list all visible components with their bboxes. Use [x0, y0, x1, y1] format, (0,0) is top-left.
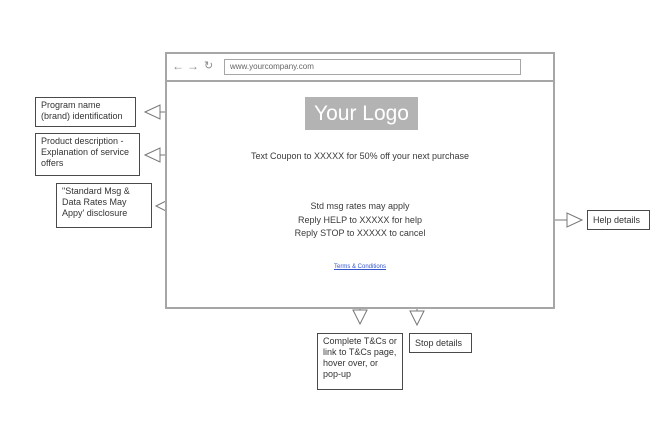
help-text: Reply HELP to XXXXX for help — [298, 215, 422, 225]
forward-arrow-icon[interactable]: → — [187, 59, 199, 73]
arrow-tcs-head — [352, 309, 368, 326]
back-arrow-icon[interactable]: ← — [172, 59, 184, 73]
callout-product-description: Product description - Explanation of ser… — [35, 133, 140, 176]
url-bar[interactable]: www.yourcompany.com — [224, 59, 521, 75]
arrow-product-head — [143, 147, 161, 163]
rates-disclosure-text: Std msg rates may apply — [310, 201, 410, 211]
arrow-help-head — [566, 212, 584, 228]
arrow-program-head — [143, 104, 161, 120]
callout-help-details: Help details — [587, 210, 650, 230]
browser-window: ← → ↻ www.yourcompany.com Your Logo Text… — [165, 52, 555, 309]
callout-program-name: Program name (brand) identification — [35, 97, 136, 127]
brand-logo: Your Logo — [305, 97, 418, 130]
stop-text: Reply STOP to XXXXX to cancel — [294, 228, 426, 238]
callout-terms-conditions: Complete T&Cs or link to T&Cs page, hove… — [317, 333, 403, 390]
coupon-text: Text Coupon to XXXXX for 50% off your ne… — [251, 151, 469, 161]
arrow-stop-head — [409, 310, 425, 327]
reload-icon[interactable]: ↻ — [204, 60, 214, 72]
callout-stop-details: Stop details — [409, 333, 472, 353]
browser-toolbar: ← → ↻ www.yourcompany.com — [167, 54, 553, 82]
terms-link[interactable]: Terms & Conditions — [333, 264, 387, 270]
callout-rates-disclosure: "Standard Msg & Data Rates May Appy' dis… — [56, 183, 152, 228]
